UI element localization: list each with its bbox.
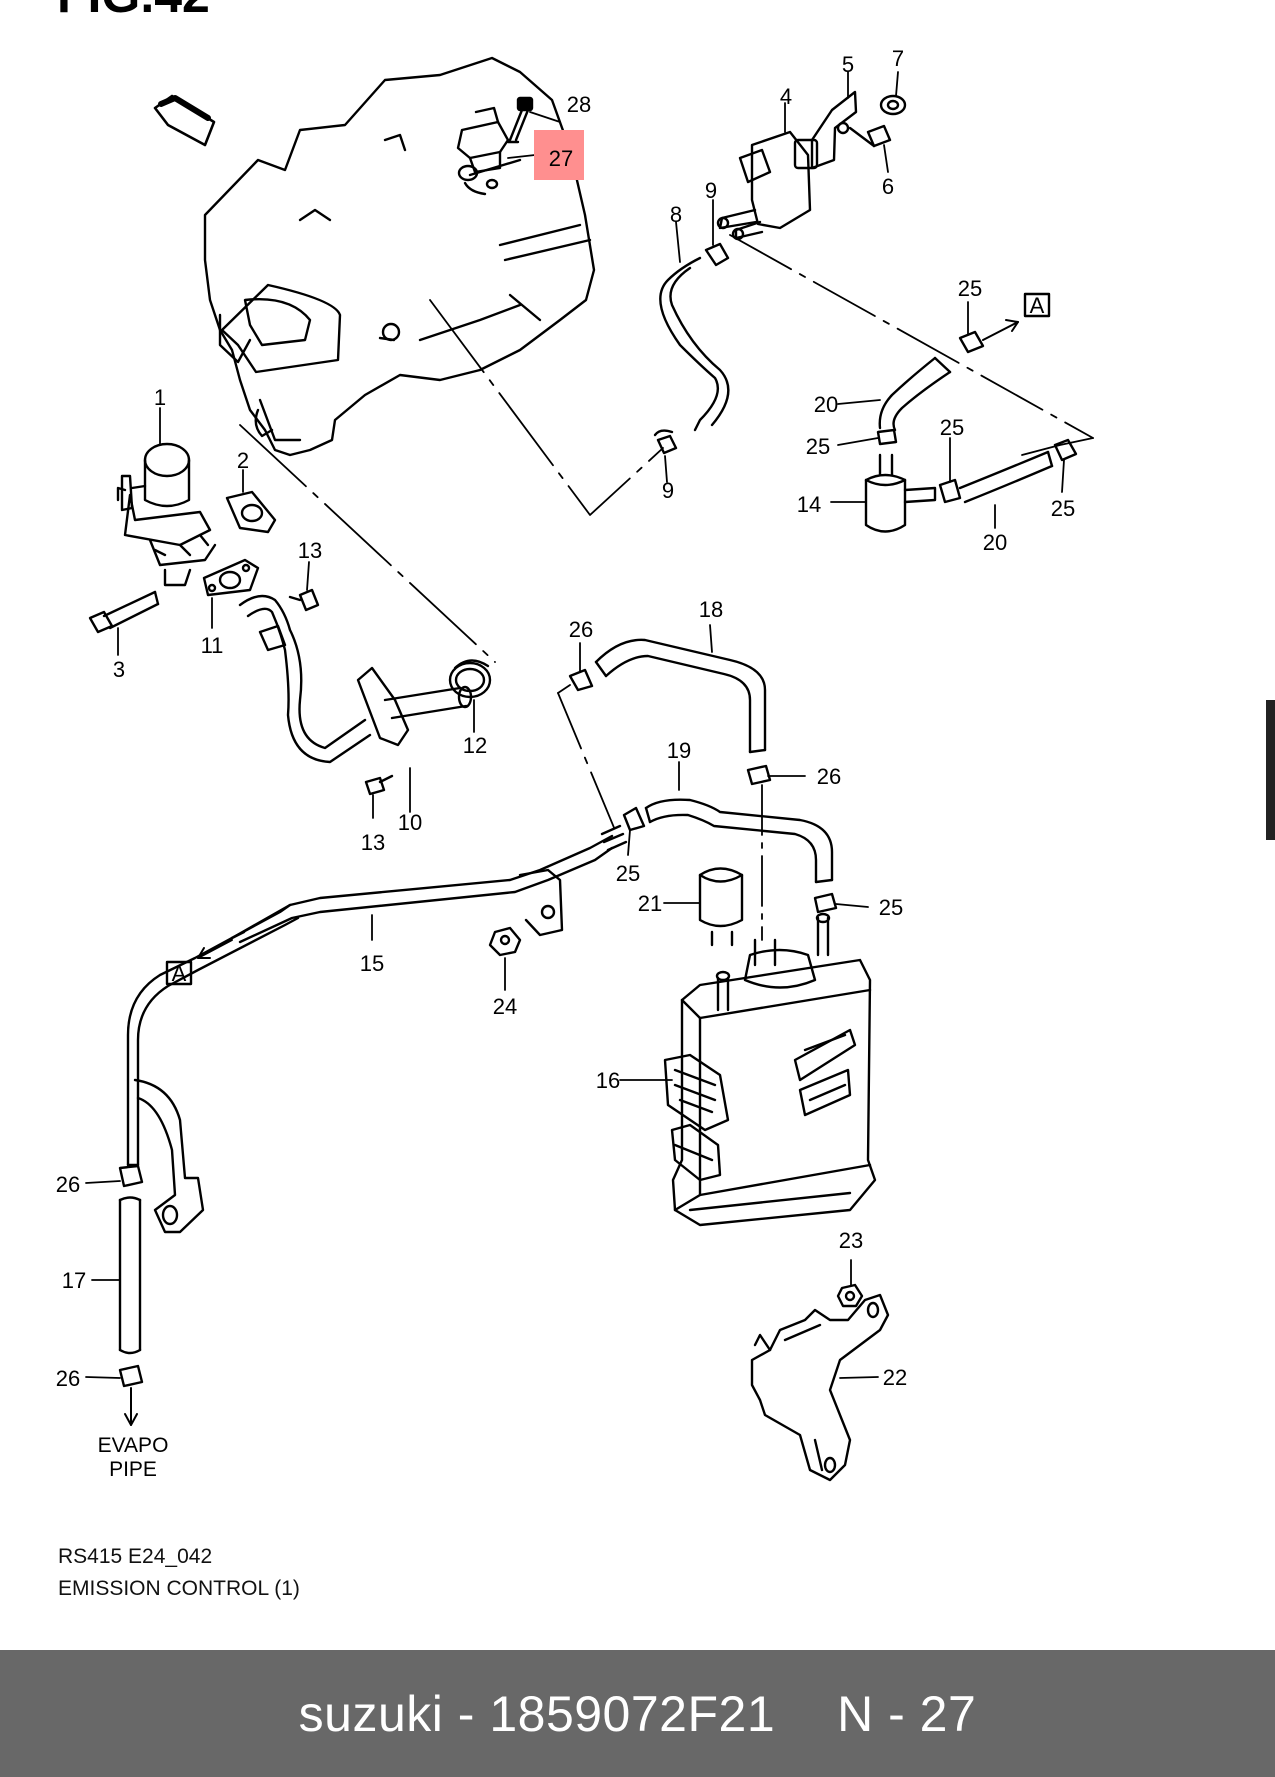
bolt-13-upper <box>288 588 320 612</box>
callout-25-e: 25 <box>616 861 640 886</box>
clamp-9-upper <box>704 242 730 267</box>
callout-2: 2 <box>237 448 249 473</box>
hose-18 <box>594 638 767 754</box>
bolt-13-lower <box>364 774 394 796</box>
callout-25-d: 25 <box>1051 496 1075 521</box>
callout-a-bottom: A <box>172 961 187 986</box>
clamp-25-far-right <box>1053 438 1078 462</box>
callout-25-c: 25 <box>806 434 830 459</box>
clamp-25-hose19-end <box>813 892 838 914</box>
diagram-code: RS415 E24_042 <box>58 1545 213 1568</box>
pipe-15 <box>126 824 628 1167</box>
parts-diagram: 28 27 4 5 7 6 9 8 25 A 20 25 25 14 20 25… <box>56 46 1094 1482</box>
callout-20-lower: 20 <box>983 530 1007 555</box>
fwd-arrow-icon <box>153 94 216 147</box>
callout-28: 28 <box>567 92 591 117</box>
callout-20-upper: 20 <box>814 392 838 417</box>
pipe-bracket <box>133 1078 205 1234</box>
callout-26-c: 26 <box>56 1172 80 1197</box>
callout-11: 11 <box>201 633 224 658</box>
intake-manifold <box>203 56 596 457</box>
callout-15: 15 <box>360 951 384 976</box>
callout-26-b: 26 <box>817 764 841 789</box>
bolt-3 <box>88 590 160 634</box>
reference-box-a-bottom <box>165 960 193 986</box>
callout-9-lower: 9 <box>662 478 674 503</box>
callout-22: 22 <box>883 1365 907 1390</box>
callout-19: 19 <box>667 738 691 763</box>
bracket-22 <box>750 1293 890 1482</box>
hose-19 <box>644 798 834 884</box>
callout-13-lower: 13 <box>361 830 385 855</box>
callout-4: 4 <box>780 84 792 109</box>
solenoid-valve-4 <box>716 130 819 241</box>
callout-26-a: 26 <box>569 617 593 642</box>
clamp-26-hose17-bottom <box>118 1364 144 1388</box>
callout-25-b: 25 <box>940 415 964 440</box>
callout-6: 6 <box>882 174 894 199</box>
footer-brand-part: suzuki - 1859072F21 <box>298 1685 776 1742</box>
callout-8: 8 <box>670 202 682 227</box>
callout-18: 18 <box>699 597 723 622</box>
callout-17: 17 <box>62 1268 86 1293</box>
clamp-26-upper <box>568 668 594 692</box>
callout-27: 27 <box>549 146 573 171</box>
figure-label: FIG.42 <box>57 0 210 24</box>
filter-21 <box>698 867 744 947</box>
callout-5: 5 <box>842 52 854 77</box>
hose-17 <box>118 1196 142 1355</box>
callout-9-upper: 9 <box>705 178 717 203</box>
nut-24 <box>488 926 522 957</box>
clamp-25-canister <box>938 478 962 504</box>
clamp-9-lower <box>653 429 678 455</box>
nut-23 <box>836 1283 864 1308</box>
hose-20-upper <box>878 356 952 432</box>
callout-3: 3 <box>113 657 125 682</box>
callout-23: 23 <box>839 1228 863 1253</box>
clamp-26-hose17-top <box>118 1164 144 1188</box>
footer-bar: suzuki - 1859072F21 N - 27 <box>0 1650 1275 1777</box>
sensor-27 <box>456 106 510 196</box>
egr-valve-1 <box>116 442 217 587</box>
evapo-label-line1: EVAPO <box>98 1434 169 1457</box>
callout-26-d: 26 <box>56 1366 80 1391</box>
canister-16 <box>663 912 877 1227</box>
hose-20-lower <box>958 450 1054 504</box>
gasket-2 <box>225 490 277 534</box>
diagram-title: EMISSION CONTROL (1) <box>58 1577 300 1600</box>
canister-14 <box>864 453 937 533</box>
callout-1: 1 <box>154 385 166 410</box>
callout-7: 7 <box>892 46 904 71</box>
callout-14: 14 <box>797 492 821 517</box>
clamp-25-middle <box>876 428 898 446</box>
bolt-28 <box>506 96 534 144</box>
callout-13-upper: 13 <box>298 538 322 563</box>
bolt-6 <box>848 124 892 148</box>
callout-25-f: 25 <box>879 895 903 920</box>
reference-box-a-top <box>1023 292 1051 318</box>
gasket-12 <box>448 659 492 699</box>
callout-25-a: 25 <box>958 276 982 301</box>
gasket-11 <box>202 558 260 597</box>
highlight-27 <box>534 130 584 180</box>
bracket-5 <box>810 90 858 170</box>
callout-21: 21 <box>638 891 662 916</box>
washer-7 <box>879 94 907 116</box>
callout-a-top: A <box>1030 293 1045 318</box>
footer-page: N - 27 <box>837 1685 977 1742</box>
callout-12: 12 <box>463 733 487 758</box>
hose-8 <box>659 256 730 432</box>
callout-16: 16 <box>596 1068 620 1093</box>
egr-pipe-10 <box>238 594 473 764</box>
clamp-26-mid <box>746 764 772 786</box>
clamp-25-hose19 <box>622 806 646 832</box>
clamp-25-upper-right <box>958 330 985 354</box>
evapo-label-line2: PIPE <box>109 1458 157 1481</box>
page-edge-marker <box>1266 700 1275 840</box>
callout-24: 24 <box>493 994 517 1019</box>
callout-10: 10 <box>398 810 422 835</box>
